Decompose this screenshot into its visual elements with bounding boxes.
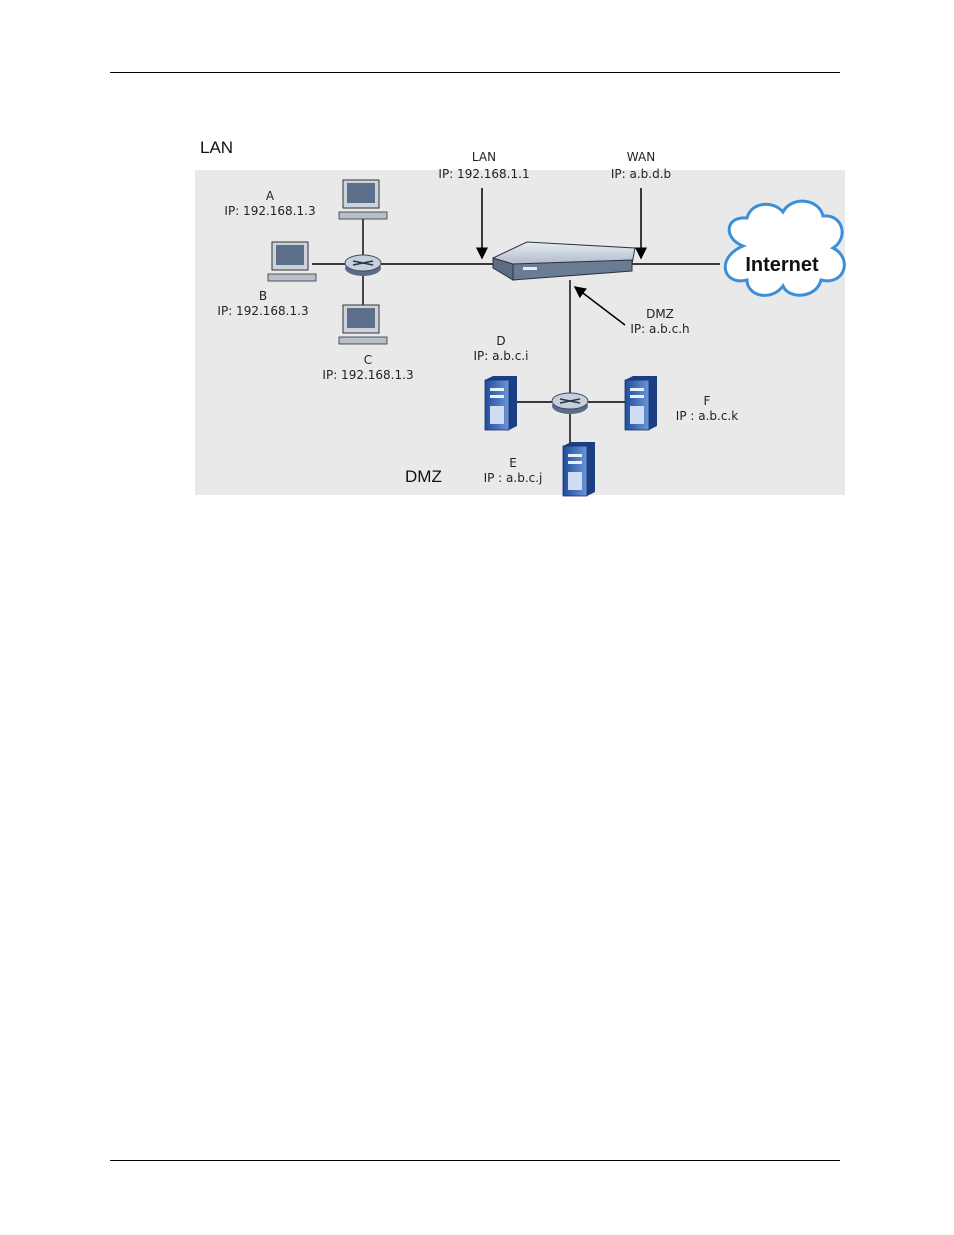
router-lan-ip: IP: 192.168.1.1 — [438, 167, 529, 181]
router-dmz-ip: IP: a.b.c.h — [630, 322, 689, 336]
header-rule — [110, 72, 840, 73]
server-d-icon — [485, 376, 517, 430]
host-e-name: E — [509, 456, 517, 470]
lan-hub-icon — [345, 255, 381, 276]
host-b-name: B — [259, 289, 267, 303]
host-c-name: C — [364, 353, 372, 367]
host-b-ip: IP: 192.168.1.3 — [217, 304, 308, 318]
dmz-hub-icon — [552, 393, 588, 414]
host-c-ip: IP: 192.168.1.3 — [322, 368, 413, 382]
host-a-name: A — [266, 189, 275, 203]
host-f-name: F — [704, 394, 711, 408]
host-d-name: D — [496, 334, 505, 348]
router-lan-label: LAN — [472, 150, 496, 164]
router-wan-ip: IP: a.b.d.b — [611, 167, 671, 181]
host-f-ip: IP : a.b.c.k — [676, 409, 738, 423]
router-wan-label: WAN — [627, 150, 655, 164]
internet-label: Internet — [745, 254, 819, 276]
server-f-icon — [625, 376, 657, 430]
zone-label-lan: LAN — [200, 138, 233, 157]
host-a-ip: IP: 192.168.1.3 — [224, 204, 315, 218]
network-diagram: Internet LAN DMZ LAN IP: 192.168.1.1 WAN… — [195, 130, 845, 495]
host-d-ip: IP: a.b.c.i — [474, 349, 529, 363]
host-e-ip: IP : a.b.c.j — [484, 471, 543, 485]
footer-rule — [110, 1160, 840, 1161]
server-e-icon — [563, 442, 595, 496]
zone-label-dmz: DMZ — [405, 467, 442, 486]
router-dmz-label: DMZ — [646, 307, 674, 321]
